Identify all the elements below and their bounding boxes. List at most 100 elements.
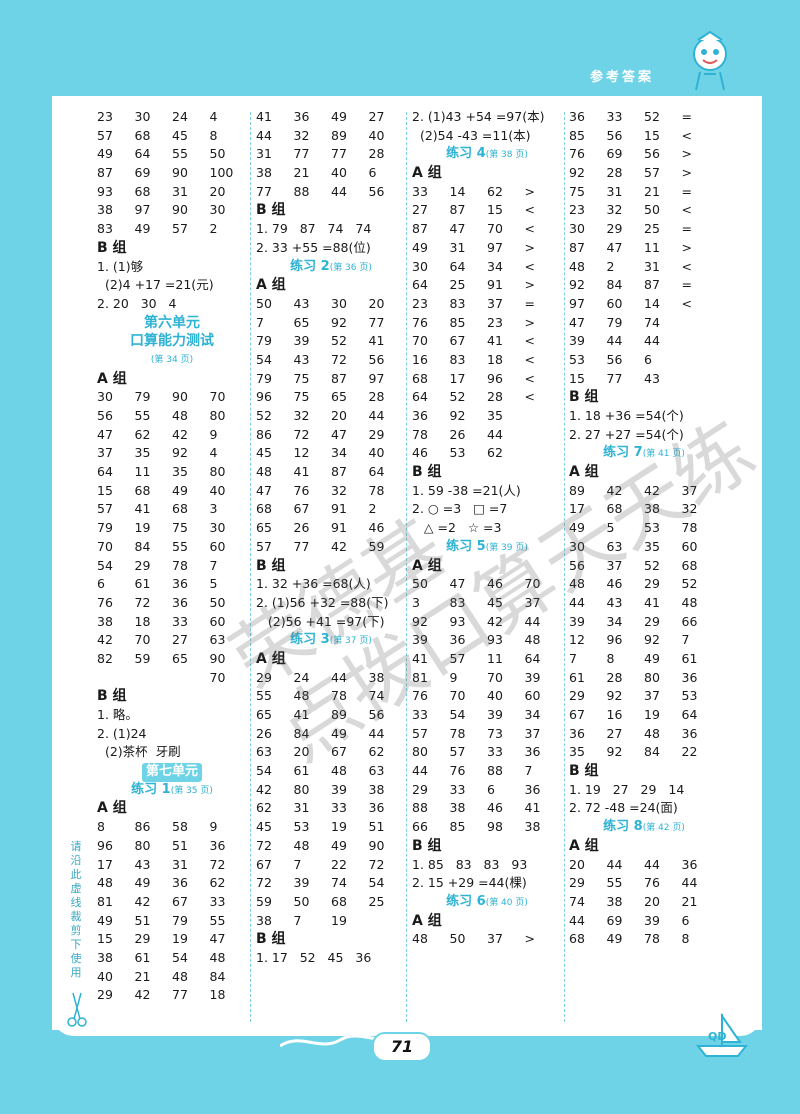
answer-cell: 31: [606, 183, 623, 199]
answer-cell: 41: [368, 333, 385, 349]
answer-cell: 11: [487, 650, 503, 666]
answer-cell: 55: [172, 538, 188, 554]
practice-title: 练习 7: [603, 445, 643, 461]
answer-cell: 61: [134, 576, 151, 592]
answer-cell: 64: [412, 277, 428, 293]
answer-cell: 44: [644, 856, 660, 872]
answer-cell: 72: [331, 351, 347, 367]
answer-cell: 9: [209, 426, 218, 442]
answer-cell: 21: [644, 183, 660, 199]
answer-cell: >: [681, 239, 692, 255]
answer-cell: 39: [412, 632, 428, 648]
answer-cell: 27: [172, 632, 188, 648]
answer-cell: [682, 370, 720, 389]
answer-cell: 80: [293, 781, 310, 797]
answer-cell: 87: [449, 202, 466, 218]
answer-cell: 19: [331, 912, 347, 928]
answer-cell: 23: [487, 314, 503, 330]
answer-cell: 7: [681, 632, 690, 648]
answer-cell: 33: [606, 109, 623, 124]
answer-cell: 44: [331, 183, 347, 199]
answer-cell: 49: [331, 725, 347, 741]
answer-cell: 48: [644, 725, 660, 741]
answer-cell: 29: [644, 613, 660, 629]
answer-cell: 90: [172, 165, 188, 181]
unit-page-ref: (第 34 页): [150, 354, 194, 365]
answer-cell: <: [681, 202, 692, 218]
answer-cell: 64: [97, 464, 113, 480]
answer-cell: 44: [368, 725, 385, 741]
answer-cell: 92: [172, 445, 188, 461]
practice-title: 练习 3: [290, 632, 330, 648]
answer-cell: 3: [209, 501, 218, 517]
answer-cell: 68: [606, 501, 623, 517]
answer-cell: 36: [172, 875, 188, 891]
answer-cell: 41: [293, 464, 310, 480]
answer-cell: 48: [331, 763, 347, 779]
answer-cell: [682, 314, 720, 333]
answer-cell: 29: [644, 576, 660, 592]
answer-cell: 43: [134, 856, 151, 872]
answer-cell: 92: [569, 165, 585, 181]
answer-cell: 60: [524, 688, 541, 704]
answer-cell: 49: [97, 146, 113, 162]
answer-cell: 84: [644, 744, 660, 760]
answer-cell: >: [524, 277, 535, 293]
answer-cell: 15: [569, 370, 585, 386]
answer-cell: 65: [172, 650, 188, 666]
answer-cell: 4: [209, 109, 218, 124]
group-heading: A 组: [412, 912, 442, 929]
answer-cell: 79: [172, 912, 188, 928]
answer-cell: 44: [487, 426, 503, 442]
answer-cell: <: [524, 351, 535, 367]
answer-cell: >: [524, 931, 535, 947]
answer-cell: 62: [487, 445, 503, 461]
answer-cell: 37: [97, 445, 113, 461]
answer-cell: 53: [569, 351, 585, 367]
answer-cell: 74: [644, 314, 660, 330]
answer-cell: 31: [172, 856, 188, 872]
answer-cell: 50: [644, 202, 660, 218]
answer-cell: 50: [412, 576, 428, 592]
answer-cell: 74: [368, 688, 385, 704]
answer-text: 1. 19 27 29 14: [569, 781, 685, 797]
answer-cell: 47: [209, 931, 226, 947]
answer-cell: 79: [97, 520, 113, 536]
answer-cell: 67: [172, 893, 188, 909]
answer-cell: 47: [97, 426, 113, 442]
answer-cell: 52: [644, 557, 660, 573]
answer-cell: 38: [368, 669, 385, 685]
answer-cell: 33: [412, 707, 428, 722]
answer-cell: 57: [172, 221, 188, 237]
answer-cell: 68: [134, 183, 151, 199]
answer-cell: 41: [487, 333, 503, 349]
answer-cell: 36: [681, 856, 698, 872]
practice-page-ref: (第 36 页): [329, 262, 372, 273]
answer-cell: 38: [524, 819, 541, 835]
answer-cell: 68: [134, 482, 151, 498]
practice-page-ref: (第 42 页): [642, 823, 685, 834]
answer-cell: 48: [293, 837, 310, 853]
answer-cell: >: [524, 183, 535, 199]
answer-cell: 37: [606, 557, 623, 573]
answer-cell: 65: [293, 314, 310, 330]
answer-cell: 57: [449, 650, 466, 666]
practice-heading: 练习 7(第 41 页): [569, 444, 719, 463]
answer-cell: <: [681, 127, 692, 143]
